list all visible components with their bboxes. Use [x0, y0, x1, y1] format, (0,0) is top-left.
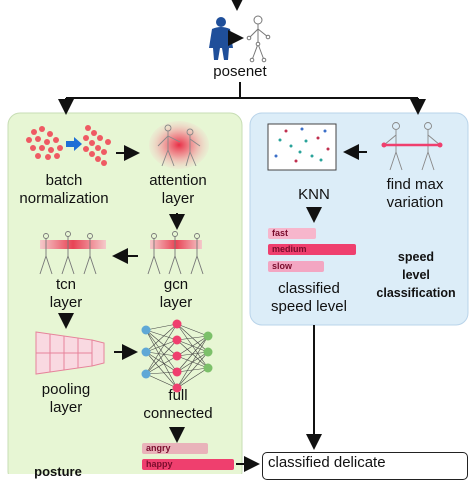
classified-speed-level-label: classified speed level — [254, 280, 364, 316]
fc-connection — [176, 335, 209, 389]
speed-bar-medium: medium — [268, 244, 356, 255]
posenet-label: posenet — [213, 63, 267, 80]
gcn-skeleton-icon — [147, 231, 204, 275]
find-max-variation-icon — [381, 122, 443, 171]
fc-neuron — [203, 363, 213, 373]
find-max-variation-text: find max variation — [386, 176, 444, 211]
knn-label: KNN — [298, 186, 330, 203]
fc-connection — [145, 339, 178, 375]
person-silhouette-icon — [209, 17, 233, 60]
posture-label: posture — [34, 464, 82, 479]
fc-neuron — [203, 331, 213, 341]
classified-delicate-output-box: classified delicate — [262, 452, 468, 480]
tcn-layer-label: tcn layer — [36, 276, 96, 312]
fc-connection — [145, 355, 178, 375]
fc-connection — [176, 335, 209, 341]
fc-connection — [145, 351, 178, 373]
fc-connection — [145, 351, 178, 357]
gcn-layer-label: gcn layer — [146, 276, 206, 312]
speed-bar-slow: slow — [268, 261, 324, 272]
classified-speed-level-text: classified speed level — [271, 280, 347, 315]
tcn-layer-text: tcn layer — [49, 276, 83, 311]
gcn-layer-text: gcn layer — [159, 276, 193, 311]
emotion-bar-happy: happy — [142, 459, 234, 470]
tcn-skeleton-icon — [39, 231, 106, 275]
fc-neuron — [203, 347, 213, 357]
pooling-layer-text: pooling layer — [41, 381, 91, 416]
fc-neuron — [172, 351, 182, 361]
fc-connection — [176, 367, 209, 389]
find-max-variation-label: find max variation — [370, 176, 460, 212]
speed-level-classification-label: speed level classification — [366, 248, 466, 302]
fully-connected-network-icon — [141, 319, 213, 393]
speed-bar-fast: fast — [268, 228, 316, 239]
skeleton-icon — [246, 15, 271, 63]
fc-connection — [145, 323, 178, 353]
attention-layer-text: attention layer — [149, 172, 207, 207]
full-connected-label: full connected — [136, 387, 220, 423]
fc-connection — [145, 323, 178, 331]
fc-connection — [145, 371, 178, 375]
fc-neuron — [141, 369, 151, 379]
fc-connection — [145, 373, 178, 389]
fc-connection — [176, 335, 209, 357]
fc-connection — [176, 323, 209, 337]
knn-scatter-icon — [267, 123, 337, 171]
fc-neuron — [172, 367, 182, 377]
fc-connection — [145, 351, 178, 389]
fc-connection — [176, 335, 209, 373]
attention-heatmap-icon — [149, 121, 209, 169]
fc-connection — [145, 329, 178, 341]
speed-level-classification-text: speed level classification — [376, 250, 456, 300]
fc-neuron — [172, 383, 182, 393]
fc-neuron — [141, 347, 151, 357]
fc-connection — [145, 329, 178, 373]
attention-layer-label: attention layer — [132, 172, 224, 208]
batch-normalization-text: batch normalization — [19, 172, 109, 207]
pooling-layer-label: pooling layer — [26, 381, 106, 417]
fc-connection — [145, 323, 178, 375]
fc-connection — [145, 329, 178, 357]
fc-connection — [145, 329, 178, 389]
batch-normalization-label: batch normalization — [6, 172, 122, 208]
fc-connection — [145, 339, 178, 353]
full-connected-text: full connected — [143, 387, 213, 422]
fc-neuron — [172, 319, 182, 329]
fc-neuron — [172, 335, 182, 345]
pooling-icon — [35, 331, 105, 375]
fc-connection — [176, 351, 209, 389]
batch-normalization-icon — [26, 125, 111, 166]
fc-neuron — [141, 325, 151, 335]
emotion-bar-angry: angry — [142, 443, 208, 454]
